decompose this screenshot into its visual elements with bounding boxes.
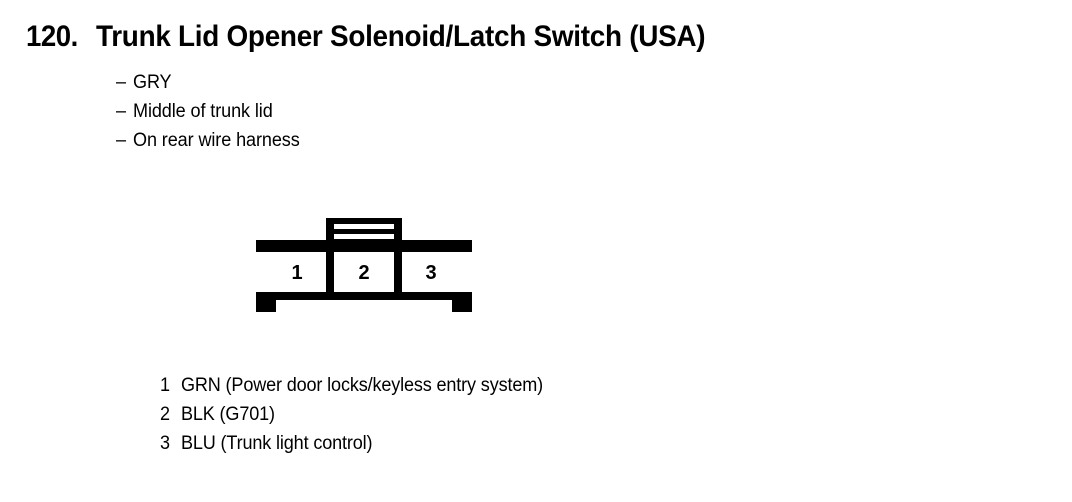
legend-row: 1 GRN (Power door locks/keyless entry sy… <box>148 375 562 404</box>
legend-pin-number: 1 <box>159 375 170 396</box>
legend-row: 3 BLU (Trunk light control) <box>148 433 562 462</box>
pin-legend: 1 GRN (Power door locks/keyless entry sy… <box>148 375 562 462</box>
dash-icon: – <box>116 130 127 151</box>
pin-number-2: 2 <box>358 262 369 284</box>
connector-body-outline <box>256 240 472 312</box>
list-item-label: GRY <box>133 72 172 93</box>
cell-divider-1-2 <box>326 252 334 292</box>
legend-pin-number: 3 <box>159 433 170 454</box>
legend-pin-description: BLU (Trunk light control) <box>181 433 373 454</box>
locking-tab <box>326 218 402 244</box>
legend-pin-description: BLK (G701) <box>181 404 275 425</box>
heading-number: 120. <box>26 20 78 53</box>
cell-divider-2-3 <box>394 252 402 292</box>
legend-row: 2 BLK (G701) <box>148 404 562 433</box>
page-heading: 120. Trunk Lid Opener Solenoid/Latch Swi… <box>26 20 752 54</box>
pin-number-1: 1 <box>291 262 302 284</box>
legend-pin-description: GRN (Power door locks/keyless entry syst… <box>181 375 543 396</box>
list-item: – Middle of trunk lid <box>116 101 308 130</box>
list-item-label: Middle of trunk lid <box>133 101 273 122</box>
connector-cells-area <box>268 252 460 292</box>
connector-svg: 1 2 3 <box>256 218 472 312</box>
dash-icon: – <box>116 101 127 122</box>
dash-icon: – <box>116 72 127 93</box>
locking-tab-slot-upper <box>334 224 394 229</box>
pin-number-3: 3 <box>425 262 436 284</box>
page-title: Trunk Lid Opener Solenoid/Latch Switch (… <box>96 20 706 53</box>
connector-diagram: 1 2 3 <box>248 208 480 320</box>
list-item: – GRY <box>116 72 308 101</box>
description-list: – GRY – Middle of trunk lid – On rear wi… <box>116 72 308 159</box>
list-item: – On rear wire harness <box>116 130 308 159</box>
locking-tab-slot-lower <box>334 234 394 239</box>
legend-pin-number: 2 <box>159 404 170 425</box>
list-item-label: On rear wire harness <box>133 130 300 151</box>
